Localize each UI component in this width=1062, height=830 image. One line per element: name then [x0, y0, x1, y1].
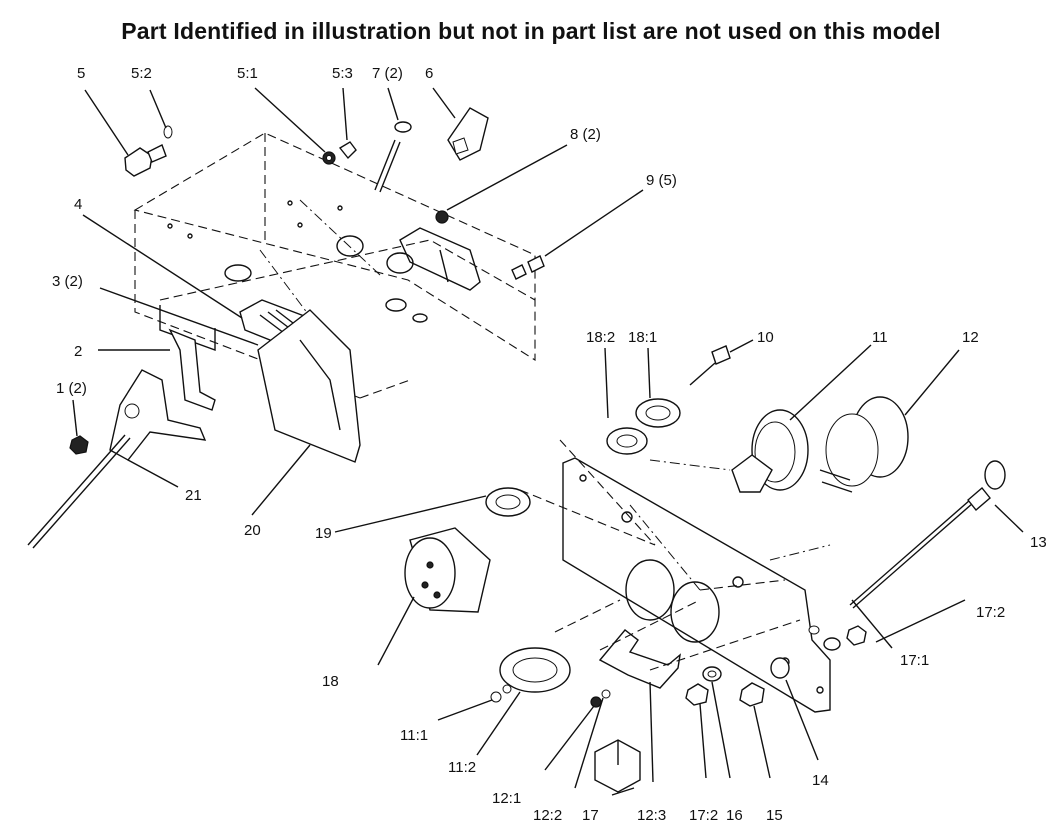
label-2: 2 [74, 343, 82, 360]
label-17: 17 [582, 807, 599, 824]
label-14: 14 [812, 772, 829, 789]
washer-part-17-1 [808, 625, 841, 651]
label-17-2-upper: 17:2 [976, 604, 1005, 621]
label-10: 10 [757, 329, 774, 346]
bezel-part-11-2 [499, 647, 571, 693]
label-11-1: 11:1 [400, 727, 428, 744]
nut-part-17-2-lower [685, 683, 709, 706]
label-17-2-lower: 17:2 [689, 807, 718, 824]
label-9: 9 (5) [646, 172, 677, 189]
washer-part-12-2 [601, 689, 611, 699]
nut-part-1 [69, 435, 89, 455]
circuit-board-part-20 [257, 309, 361, 463]
label-18-1: 18:1 [628, 329, 657, 346]
spacer-part-9 [511, 255, 545, 280]
label-16: 16 [726, 807, 743, 824]
bracket-part-2 [168, 328, 216, 411]
diagram-title: Part Identified in illustration but not … [121, 18, 941, 44]
label-15: 15 [766, 807, 783, 824]
washer-part-5-2 [163, 125, 173, 139]
label-11: 11 [872, 329, 888, 346]
washer-part-11-1 [490, 684, 512, 703]
cap-part-6 [447, 107, 489, 161]
label-8: 8 (2) [570, 126, 601, 143]
nut-part-18-1 [635, 398, 681, 428]
label-12: 12 [962, 329, 979, 346]
nut-part-5-1 [322, 151, 336, 165]
bushing-part-5-3 [338, 141, 357, 160]
washer-part-18-2 [606, 427, 648, 455]
label-11-2: 11:2 [448, 759, 476, 776]
nut-part-15 [739, 682, 765, 707]
gauge-part-11 [731, 409, 809, 493]
ring-part-19 [485, 487, 531, 517]
nut-part-12-1 [590, 696, 602, 708]
label-12-1: 12:1 [492, 790, 521, 807]
label-19: 19 [315, 525, 332, 542]
key-switch-part-21 [27, 369, 207, 549]
hour-meter-part-18 [404, 527, 491, 613]
label-3: 3 (2) [52, 273, 83, 290]
label-5-3: 5:3 [332, 65, 353, 82]
label-6: 6 [425, 65, 433, 82]
label-1: 1 (2) [56, 380, 87, 397]
label-12-2: 12:2 [533, 807, 562, 824]
bracket-part-12-3 [598, 629, 681, 689]
callout-labels: 5 5:2 5:1 5:3 7 (2) 6 8 (2) 9 (5) 4 3 (2… [52, 65, 1047, 824]
nut-part-8 [435, 210, 449, 224]
gauge-part-12 [819, 396, 909, 493]
key-part-10 [689, 345, 731, 386]
choke-cable-part-13 [849, 460, 1006, 609]
label-18-2: 18:2 [586, 329, 615, 346]
label-13: 13 [1030, 534, 1047, 551]
label-17-1: 17:1 [900, 652, 929, 669]
label-21: 21 [185, 487, 202, 504]
screw-part-7 [374, 121, 412, 193]
washer-part-14 [770, 657, 790, 679]
knob-part-5 [124, 144, 167, 177]
label-5-1: 5:1 [237, 65, 258, 82]
label-5: 5 [77, 65, 85, 82]
washer-part-16 [702, 666, 722, 682]
label-20: 20 [244, 522, 261, 539]
connector-part-17 [594, 739, 641, 793]
label-18: 18 [322, 673, 339, 690]
label-7: 7 (2) [372, 65, 403, 82]
label-12-3: 12:3 [637, 807, 666, 824]
label-5-2: 5:2 [131, 65, 152, 82]
nut-part-17-2-upper [846, 625, 867, 646]
leader-lines [72, 87, 1024, 796]
label-4: 4 [74, 196, 82, 213]
